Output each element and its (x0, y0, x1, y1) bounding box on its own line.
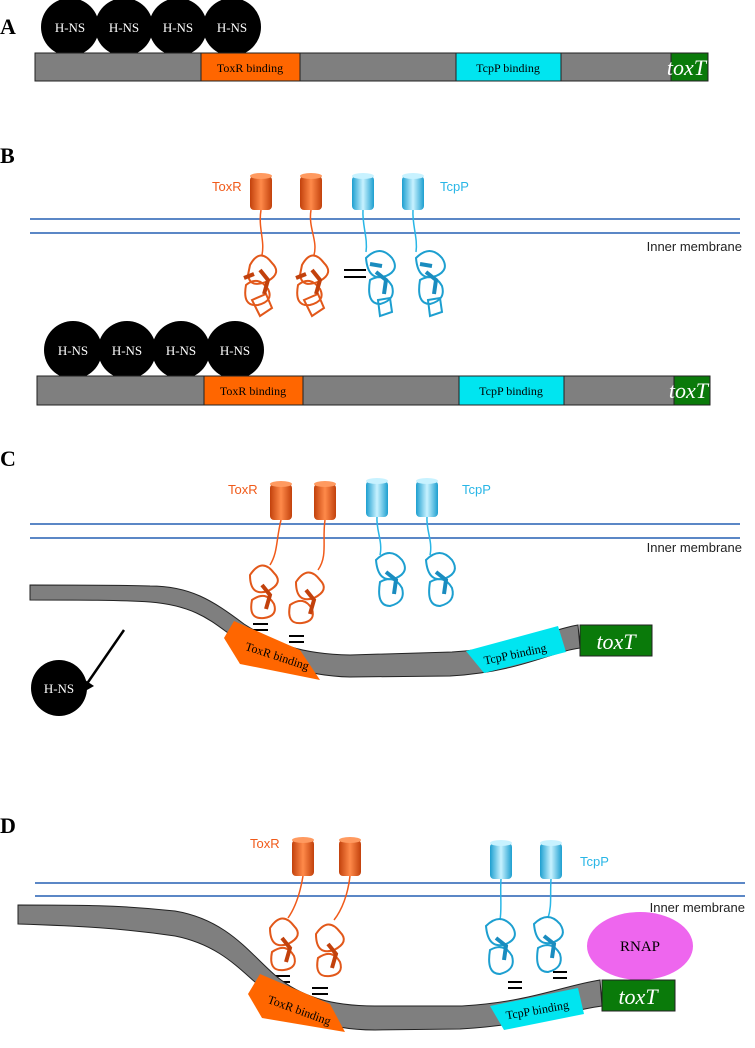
tcpp-binding-label: TcpP binding (476, 61, 540, 75)
rnap-polymerase (587, 912, 693, 980)
tcpp-binding-site (455, 52, 562, 82)
toxr-protein (288, 481, 336, 625)
panel-b: B Inner membrane ToxR TcpP (0, 143, 742, 406)
tcpp-protein (484, 840, 516, 976)
tcpp-binding-site (466, 626, 566, 673)
toxr-label: ToxR (212, 179, 242, 194)
inner-membrane-label: Inner membrane (647, 540, 742, 555)
toxr-protein (314, 837, 361, 978)
tcpp-protein (352, 173, 396, 318)
hns-label: H-NS (44, 681, 74, 696)
toxt-gene (579, 624, 653, 657)
hns-label: H-NS (58, 343, 88, 358)
toxr-binding-label: ToxR binding (217, 61, 283, 75)
toxr-protein (268, 837, 314, 972)
hns-label: H-NS (112, 343, 142, 358)
hns-label: H-NS (55, 20, 85, 35)
hns-label: H-NS (166, 343, 196, 358)
rnap-label: RNAP (620, 939, 660, 955)
hns-cluster: H-NS H-NS H-NS H-NS (44, 321, 264, 379)
toxt-label: toxT (669, 378, 710, 403)
hns-protein: H-NS (41, 0, 99, 56)
toxt-gene (673, 375, 711, 406)
hns-protein: H-NS (203, 0, 261, 56)
hns-label: H-NS (220, 343, 250, 358)
tcpp-protein (532, 840, 564, 974)
tcpp-label: TcpP (462, 482, 491, 497)
toxr-binding-site (203, 375, 304, 406)
hns-protein: H-NS (31, 660, 87, 716)
tcpp-protein (366, 478, 406, 608)
toxr-protein (243, 173, 278, 318)
panel-d-letter: D (0, 813, 16, 838)
dna-promoter-bar (34, 52, 709, 82)
toxr-binding-site (224, 621, 320, 680)
hns-protein: H-NS (206, 321, 264, 379)
panel-b-letter: B (0, 143, 15, 168)
hns-label: H-NS (109, 20, 139, 35)
tcpp-label: TcpP (580, 854, 609, 869)
hns-cluster: H-NS H-NS H-NS H-NS (41, 0, 261, 56)
toxr-protein (295, 173, 330, 318)
release-arrow (82, 629, 126, 689)
toxt-gene (670, 52, 709, 82)
toxr-protein (248, 481, 292, 620)
tcpp-protein (402, 173, 446, 318)
toxr-binding-label: ToxR binding (220, 384, 286, 398)
hns-label: H-NS (217, 20, 247, 35)
tcpp-binding-site (458, 375, 565, 406)
toxt-gene (601, 979, 676, 1012)
tcpp-label: TcpP (440, 179, 469, 194)
tcpp-binding-site (490, 988, 584, 1030)
hns-protein: H-NS (44, 321, 102, 379)
bent-dna (29, 584, 581, 678)
hns-protein: H-NS (95, 0, 153, 56)
toxr-label: ToxR (250, 836, 280, 851)
tcpp-protein (416, 478, 456, 608)
panel-c-letter: C (0, 446, 16, 471)
tcpp-binding-label: TcpP binding (479, 384, 543, 398)
toxt-label: toxT (596, 629, 637, 654)
hns-protein: H-NS (149, 0, 207, 56)
panel-a: A H-NS H-NS H-NS H-NS ToxR binding TcpP … (0, 0, 709, 82)
toxr-binding-site (248, 974, 345, 1032)
hns-label: H-NS (163, 20, 193, 35)
toxr-binding-site (200, 52, 301, 82)
inner-membrane-label: Inner membrane (650, 900, 745, 915)
hns-protein: H-NS (98, 321, 156, 379)
inner-membrane-label: Inner membrane (647, 239, 742, 254)
panel-c: C Inner membrane ToxR TcpP (0, 446, 742, 716)
hns-protein: H-NS (152, 321, 210, 379)
panel-d: D Inner membrane ToxR TcpP (0, 813, 745, 1032)
toxt-label: toxT (618, 984, 659, 1009)
dna-promoter-bar (36, 375, 711, 406)
panel-a-letter: A (0, 14, 16, 39)
toxr-label: ToxR (228, 482, 258, 497)
toxt-label: toxT (667, 55, 708, 80)
